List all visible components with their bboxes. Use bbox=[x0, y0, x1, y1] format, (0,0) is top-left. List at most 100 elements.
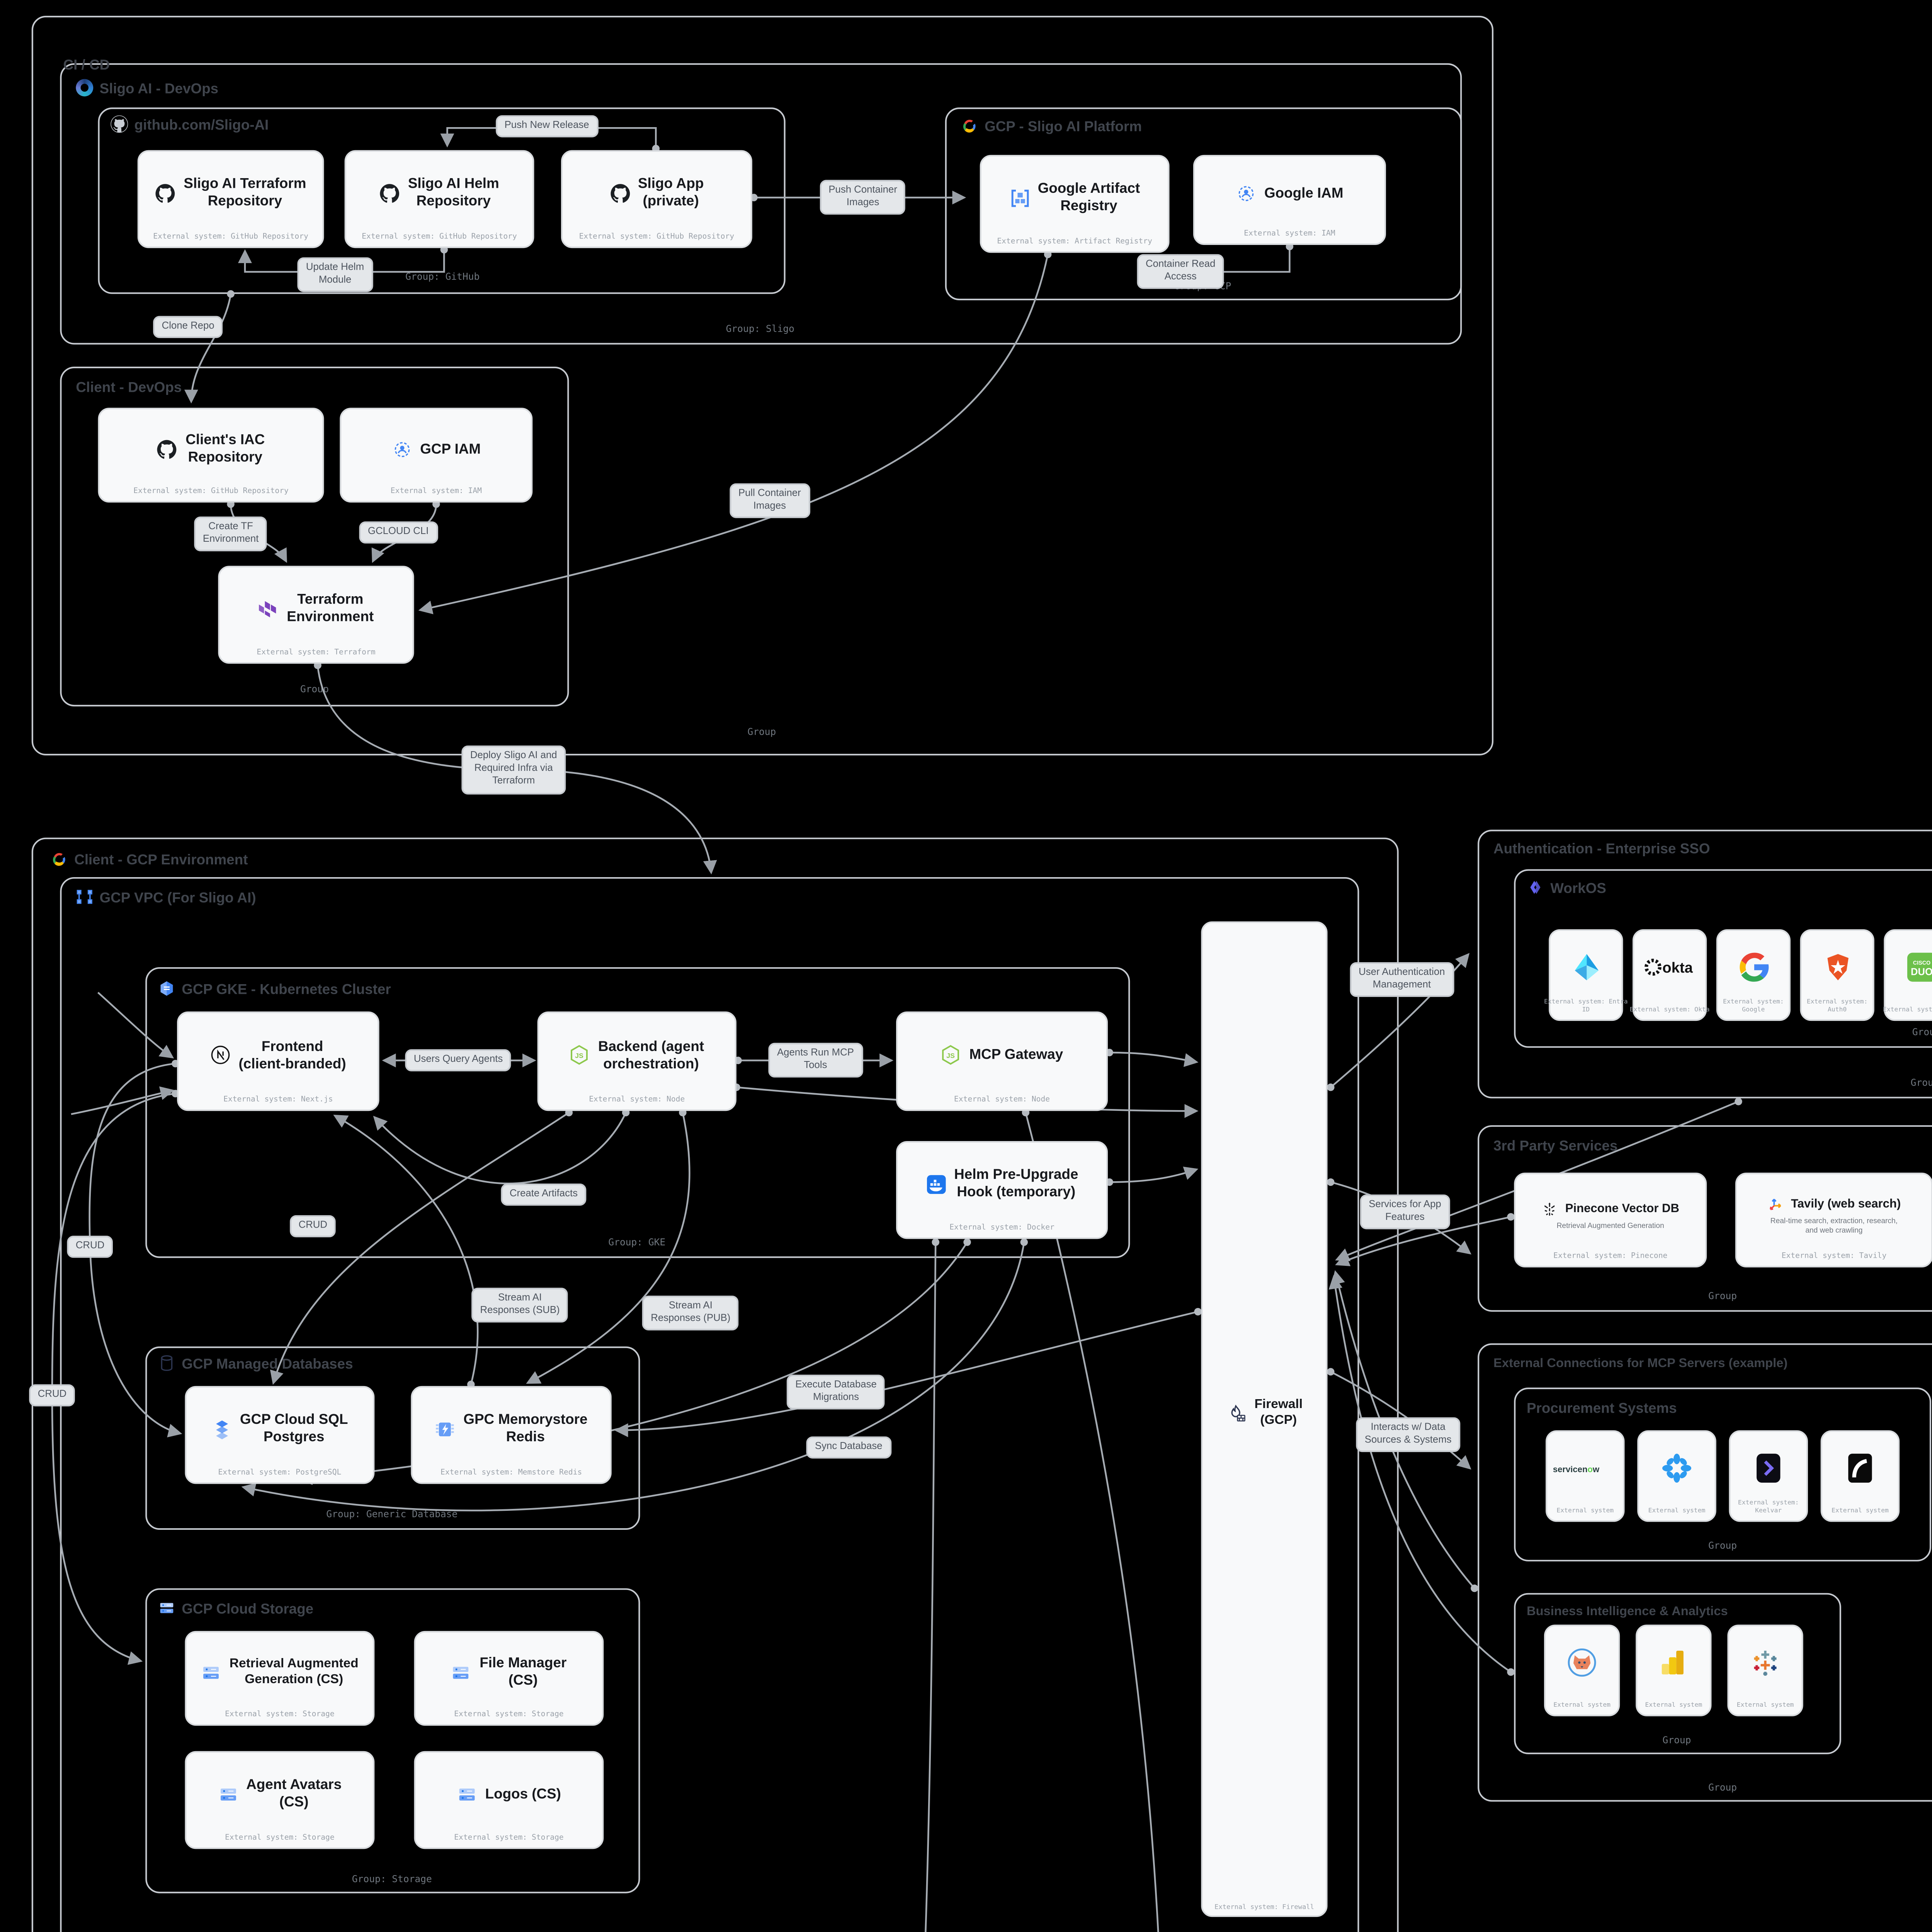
node-servicenow[interactable]: servicenow External system bbox=[1546, 1430, 1625, 1522]
edge-label-pull-container[interactable]: Pull Container Images bbox=[730, 483, 810, 519]
node-logos-cs[interactable]: Logos (CS) External system: Storage bbox=[414, 1751, 604, 1849]
node-title: Firewall (GCP) bbox=[1254, 1397, 1303, 1427]
node-keelvar[interactable]: External system: Keelvar bbox=[1729, 1430, 1808, 1522]
svg-text:CISCO: CISCO bbox=[1912, 960, 1930, 966]
edge-label-push-container[interactable]: Push Container Images bbox=[820, 180, 906, 215]
group-workos[interactable] bbox=[1514, 869, 1932, 1048]
node-redis[interactable]: GPC Memorystore Redis External system: M… bbox=[411, 1386, 612, 1484]
node-tableau[interactable]: External system bbox=[1727, 1624, 1803, 1716]
node-google-sso[interactable]: External system: Google bbox=[1716, 929, 1791, 1021]
edge-label-users-query[interactable]: Users Query Agents bbox=[405, 1049, 512, 1072]
node-subtitle: External system: IAM bbox=[390, 487, 482, 496]
group-label-sligo-devops: Sligo AI - DevOps bbox=[76, 79, 218, 97]
node-subtitle: External system: Next.js bbox=[223, 1096, 333, 1104]
node-subtitle: External system: GitHub Repository bbox=[579, 233, 735, 241]
tableau-icon bbox=[1754, 1651, 1777, 1676]
group-label-gcp-vpc-sligo: GCP VPC (For Sligo AI) bbox=[76, 888, 256, 906]
node-pinecone[interactable]: Pinecone Vector DB Retrieval Augmented G… bbox=[1514, 1172, 1707, 1268]
edge-label-execute-db[interactable]: Execute Database Migrations bbox=[786, 1374, 886, 1410]
group-label-gcp-platform: GCP - Sligo AI Platform bbox=[961, 117, 1142, 134]
node-rag-cs[interactable]: Retrieval Augmented Generation (CS) Exte… bbox=[185, 1631, 375, 1726]
node-file-manager-cs[interactable]: File Manager (CS) External system: Stora… bbox=[414, 1631, 604, 1726]
storage-icon bbox=[203, 1666, 219, 1678]
node-sligo-app[interactable]: Sligo App (private) External system: Git… bbox=[561, 150, 752, 248]
edge-label-gcloud-cli[interactable]: GCLOUD CLI bbox=[359, 521, 437, 544]
node-subtitle: External system: GitHub Repository bbox=[362, 233, 517, 241]
storage-icon bbox=[454, 1666, 469, 1678]
edge-label-agents-run-mcp[interactable]: Agents Run MCP Tools bbox=[768, 1043, 863, 1078]
edge-label-user-auth[interactable]: User Authentication Management bbox=[1350, 962, 1454, 998]
node-coupa[interactable]: External system bbox=[1637, 1430, 1716, 1522]
node-firewall-vertical[interactable]: Firewall (GCP) External system: Firewall bbox=[1201, 921, 1328, 1917]
node-entra-id[interactable]: External system: Entra ID bbox=[1544, 929, 1628, 1021]
edge-label-sync-db[interactable]: Sync Database bbox=[806, 1436, 891, 1459]
node-gcp-iam[interactable]: GCP IAM External system: IAM bbox=[340, 408, 533, 503]
group-cicd[interactable] bbox=[31, 15, 1494, 756]
node-desc: Retrieval Augmented Generation bbox=[1556, 1221, 1664, 1230]
edge-label-push-new-release[interactable]: Push New Release bbox=[496, 115, 598, 138]
node-backend[interactable]: JS Backend (agent orchestration) Externa… bbox=[537, 1011, 736, 1111]
group-cloud-storage[interactable] bbox=[145, 1588, 640, 1893]
node-cloud-sql[interactable]: GCP Cloud SQL Postgres External system: … bbox=[185, 1386, 375, 1484]
edge-stream-sub bbox=[333, 1114, 479, 1388]
auth0-icon bbox=[1827, 954, 1848, 981]
group-bi[interactable] bbox=[1514, 1593, 1841, 1754]
pinecone-icon bbox=[1545, 1202, 1556, 1216]
node-title: Agent Avatars (CS) bbox=[246, 1777, 342, 1810]
group-label-procurement: Procurement Systems bbox=[1526, 1400, 1677, 1416]
google-icon bbox=[1739, 952, 1768, 982]
powerbi-icon bbox=[1662, 1651, 1684, 1675]
edge-label-container-read[interactable]: Container Read Access bbox=[1137, 254, 1224, 290]
node-title: Tavily (web search) bbox=[1791, 1196, 1901, 1211]
github-icon bbox=[158, 439, 177, 458]
node-okta[interactable]: okta External system: Okta bbox=[1630, 929, 1710, 1021]
node-title: File Manager (CS) bbox=[480, 1655, 567, 1688]
edge-interacts-bottom bbox=[1022, 1109, 1172, 1932]
node-arkestro[interactable]: External system bbox=[1820, 1430, 1900, 1522]
svg-text:servicenow: servicenow bbox=[1553, 1464, 1600, 1473]
node-metabase[interactable]: External system bbox=[1544, 1624, 1620, 1716]
node-mcp-gateway[interactable]: JS MCP Gateway External system: Node bbox=[896, 1011, 1108, 1111]
memorystore-icon bbox=[436, 1422, 454, 1436]
group-label-bi: Business Intelligence & Analytics bbox=[1526, 1604, 1728, 1619]
edge-label-create-tf[interactable]: Create TF Environment bbox=[194, 516, 267, 552]
nodejs-icon: JS bbox=[942, 1045, 960, 1065]
node-iac-repo[interactable]: Client's IAC Repository External system:… bbox=[98, 408, 324, 503]
svg-text:okta: okta bbox=[1662, 959, 1692, 976]
node-google-iam[interactable]: Google IAM External system: IAM bbox=[1193, 155, 1386, 245]
servicenow-logo: servicenow bbox=[1553, 1464, 1600, 1473]
node-subtitle: External system: Firewall bbox=[1214, 1902, 1314, 1910]
edge-mcp-firewall bbox=[1105, 1049, 1199, 1067]
edge-label-crud-2[interactable]: CRUD bbox=[67, 1236, 113, 1258]
edge-label-interacts-1[interactable]: Interacts w/ Data Sources & Systems bbox=[1356, 1417, 1461, 1453]
github-icon bbox=[111, 115, 128, 133]
node-subtitle: External system: Google bbox=[1723, 997, 1784, 1013]
node-auth0[interactable]: External system: Auth0 bbox=[1800, 929, 1874, 1021]
group-procurement[interactable] bbox=[1514, 1388, 1931, 1561]
node-artifact-registry[interactable]: Google Artifact Registry External system… bbox=[980, 155, 1170, 253]
node-helm-repo[interactable]: Sligo AI Helm Repository External system… bbox=[344, 150, 534, 248]
edge-label-services-app[interactable]: Services for App Features bbox=[1360, 1194, 1450, 1230]
node-tavily[interactable]: Tavily (web search) Real-time search, ex… bbox=[1735, 1172, 1932, 1268]
edge-label-stream-pub[interactable]: Stream AI Responses (PUB) bbox=[642, 1296, 739, 1331]
edge-label-stream-sub[interactable]: Stream AI Responses (SUB) bbox=[471, 1287, 569, 1323]
node-agent-avatars-cs[interactable]: Agent Avatars (CS) External system: Stor… bbox=[185, 1751, 375, 1849]
edge-label-update-helm[interactable]: Update Helm Module bbox=[297, 257, 373, 293]
edge-clone-repo bbox=[184, 290, 235, 404]
node-title: Backend (agent orchestration) bbox=[598, 1038, 704, 1071]
edge-label-clone-repo[interactable]: Clone Repo bbox=[153, 316, 223, 338]
edge-label-crud-3[interactable]: CRUD bbox=[29, 1384, 75, 1407]
node-powerbi[interactable]: External system bbox=[1636, 1624, 1712, 1716]
edge-label-deploy[interactable]: Deploy Sligo AI and Required Infra via T… bbox=[461, 745, 566, 794]
node-subtitle: External system bbox=[1556, 1506, 1614, 1514]
node-frontend[interactable]: Frontend (client-branded) External syste… bbox=[177, 1011, 379, 1111]
node-subtitle: External system bbox=[1648, 1506, 1706, 1514]
edge-label-crud-1[interactable]: CRUD bbox=[290, 1215, 336, 1238]
node-terraform-repo[interactable]: Sligo AI Terraform Repository External s… bbox=[137, 150, 324, 248]
edge-label-create-artifacts[interactable]: Create Artifacts bbox=[501, 1184, 587, 1206]
group-auth-sso[interactable] bbox=[1478, 830, 1932, 1099]
node-helm-hook[interactable]: Helm Pre-Upgrade Hook (temporary) Extern… bbox=[896, 1141, 1108, 1239]
node-terraform-env[interactable]: Terraform Environment External system: T… bbox=[218, 566, 414, 664]
